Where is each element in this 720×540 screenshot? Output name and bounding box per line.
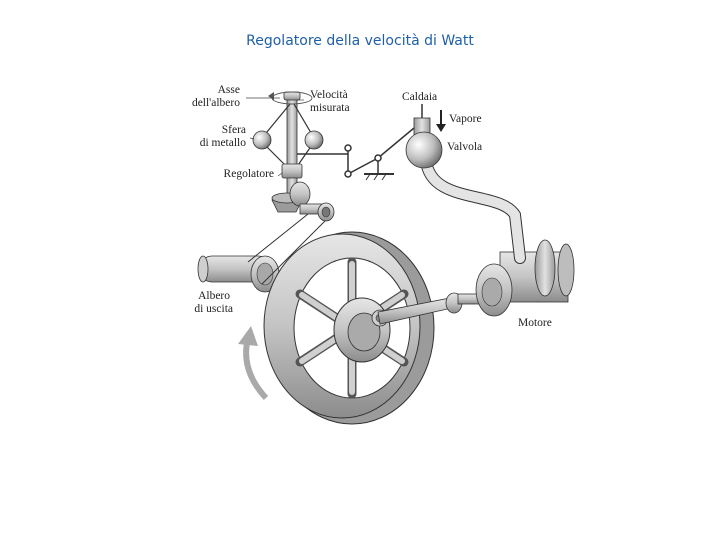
label-asse: Asse — [218, 84, 240, 96]
output-shaft — [197, 255, 280, 293]
label-caldaia: Caldaia — [402, 91, 437, 103]
label-vapore: Vapore — [449, 113, 482, 125]
label-sfera-2: di metallo — [200, 137, 247, 149]
leader-lines — [246, 97, 304, 177]
vapore-arrow-icon — [436, 110, 446, 132]
label-albero: Albero — [198, 290, 230, 302]
motor-cylinder — [475, 239, 575, 317]
label-motore: Motore — [518, 317, 552, 329]
label-velocita: Velocità — [310, 89, 348, 101]
flywheel — [263, 231, 435, 425]
steam-pipe — [420, 154, 526, 264]
steam-valve — [405, 104, 443, 169]
label-sfera: Sfera — [222, 124, 246, 136]
label-albero-2: di uscita — [194, 303, 233, 315]
metal-ball-left — [252, 130, 272, 150]
metal-ball-right — [304, 130, 324, 150]
label-valvola: Valvola — [447, 141, 482, 153]
label-velocita-2: misurata — [310, 102, 350, 114]
rotation-arrow — [238, 326, 269, 401]
diagram-title: Regolatore della velocità di Watt — [246, 33, 474, 49]
label-asse-2: dell'albero — [192, 97, 240, 109]
drive-belt — [247, 205, 331, 285]
governor — [252, 91, 335, 222]
linkage — [292, 127, 415, 181]
connecting-rod — [377, 282, 501, 325]
label-regolatore: Regolatore — [224, 168, 274, 180]
